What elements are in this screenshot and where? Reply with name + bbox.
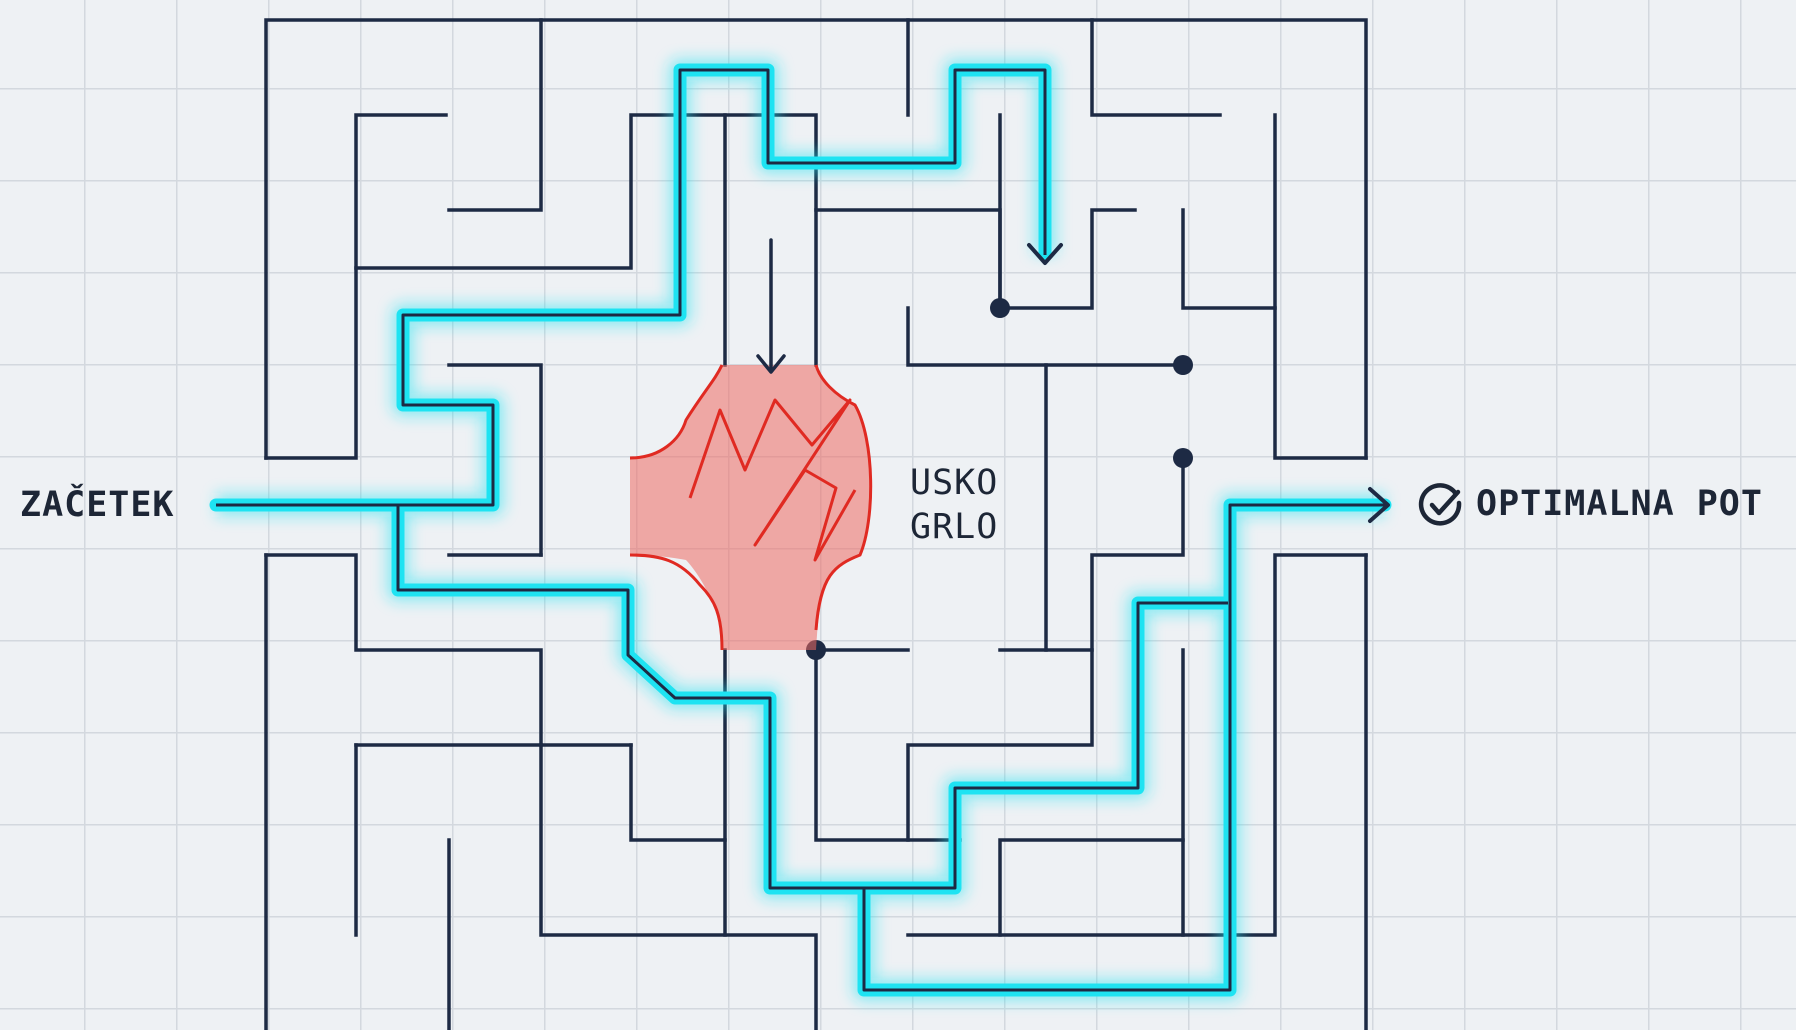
goal-label-group: OPTIMALNA POT xyxy=(1418,482,1763,528)
goal-label: OPTIMALNA POT xyxy=(1476,483,1763,527)
start-label: ZAČETEK xyxy=(20,484,175,528)
bottleneck-label-line2: GRLO xyxy=(910,506,998,550)
bottleneck-zone xyxy=(630,365,871,650)
bottleneck-label: USKO GRLO xyxy=(910,462,998,550)
bottleneck-label-line1: USKO xyxy=(910,462,998,506)
check-circle-icon xyxy=(1418,482,1464,528)
inner-arrow-icon xyxy=(758,240,784,372)
